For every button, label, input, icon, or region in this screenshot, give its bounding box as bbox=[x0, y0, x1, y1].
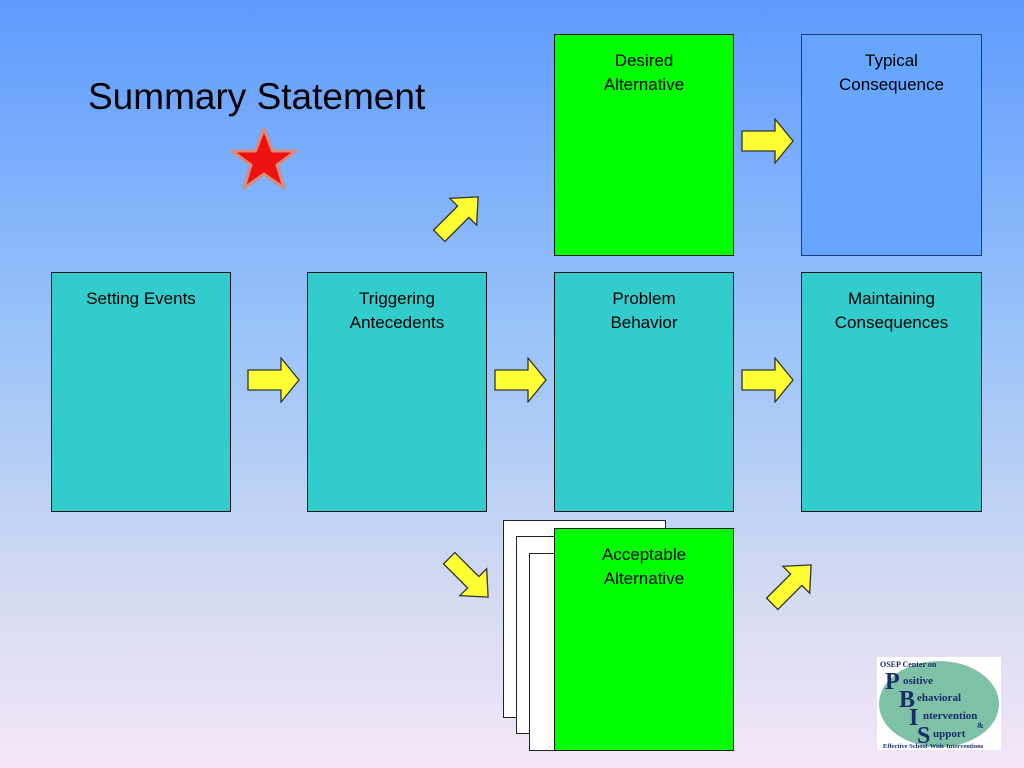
logo-header: OSEP Center on bbox=[880, 660, 937, 669]
page-title: Summary Statement bbox=[88, 76, 426, 117]
logo-line2: ehavioral bbox=[917, 692, 961, 704]
triggering-antecedents-label: Triggering Antecedents bbox=[349, 289, 445, 332]
logo-letter-b: B bbox=[899, 687, 915, 713]
logo-letter-p: P bbox=[885, 669, 900, 695]
right-arrow-icon bbox=[741, 118, 794, 164]
right-arrow-icon bbox=[741, 357, 794, 403]
triggering-antecedents-box: Triggering Antecedents bbox=[307, 272, 487, 512]
maintaining-consequences-label: Maintaining Consequences bbox=[834, 289, 949, 332]
diagonal-arrow-icon bbox=[432, 196, 479, 243]
right-arrow-icon bbox=[247, 357, 300, 403]
logo-line3: ntervention bbox=[923, 710, 977, 722]
typical-consequence-box: Typical Consequence bbox=[801, 34, 982, 256]
acceptable-alternative-box: Acceptable Alternative bbox=[554, 528, 734, 751]
setting-events-label: Setting Events bbox=[86, 289, 196, 308]
acceptable-alternative-label: Acceptable Alternative bbox=[601, 545, 687, 588]
logo-footer: Effective School-Wide Interventions bbox=[883, 743, 984, 750]
diagonal-arrow-icon bbox=[765, 564, 812, 611]
desired-alternative-box: Desired Alternative bbox=[554, 34, 734, 256]
typical-consequence-label: Typical Consequence bbox=[839, 51, 944, 94]
maintaining-consequences-box: Maintaining Consequences bbox=[801, 272, 982, 512]
logo-letter-s: S bbox=[917, 723, 930, 749]
star-icon bbox=[230, 127, 298, 190]
logo-line4: upport bbox=[933, 728, 966, 740]
setting-events-box: Setting Events bbox=[51, 272, 231, 512]
diagonal-arrow-icon bbox=[442, 551, 489, 598]
logo-letter-i: I bbox=[909, 705, 918, 731]
logo-line1: ositive bbox=[903, 675, 933, 687]
right-arrow-icon bbox=[494, 357, 547, 403]
desired-alternative-label: Desired Alternative bbox=[603, 51, 685, 94]
problem-behavior-box: Problem Behavior bbox=[554, 272, 734, 512]
logo-amp: & bbox=[977, 721, 984, 730]
pbis-logo: OSEP Center on P ositive B ehavioral I n… bbox=[877, 657, 1001, 750]
problem-behavior-label: Problem Behavior bbox=[610, 289, 678, 332]
